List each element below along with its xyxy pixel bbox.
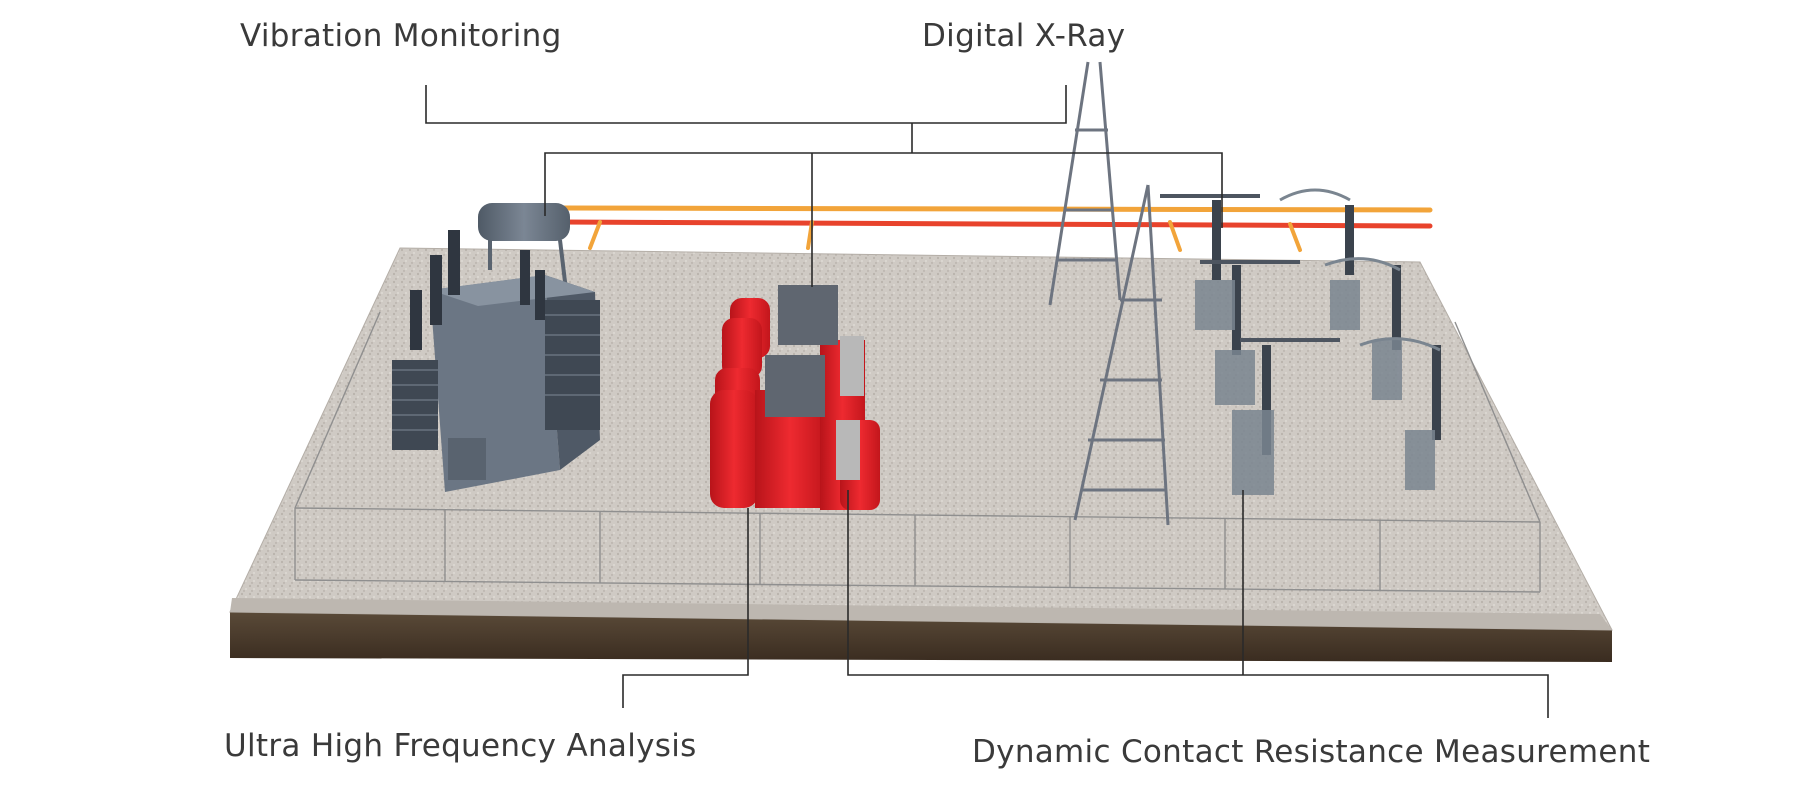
overhead-pipes xyxy=(557,205,1433,252)
gray-cabinet-top xyxy=(778,285,838,345)
gray-cabinet-mid xyxy=(765,355,825,417)
conservator-tank xyxy=(478,203,570,241)
connector-lines xyxy=(425,85,1549,718)
uhf-analysis-label: Ultra High Frequency Analysis xyxy=(224,728,697,764)
top-bracket-line xyxy=(425,85,1067,124)
lattice-tower xyxy=(1048,61,1170,526)
digital-xray-label: Digital X-Ray xyxy=(922,18,1126,54)
power-transformer xyxy=(392,203,600,492)
vibration-monitoring-label: Vibration Monitoring xyxy=(240,18,562,54)
perimeter-fence xyxy=(294,311,1541,593)
top-branch-line xyxy=(544,152,1223,228)
red-switchgear xyxy=(710,285,880,510)
control-cabinet xyxy=(448,438,486,480)
dcrm-label: Dynamic Contact Resistance Measurement xyxy=(972,734,1651,770)
dcrm-leader-line xyxy=(847,490,1549,718)
uhf-leader-line xyxy=(622,508,749,708)
disconnect-switches xyxy=(1160,188,1441,495)
transformer-bushings xyxy=(410,230,545,350)
